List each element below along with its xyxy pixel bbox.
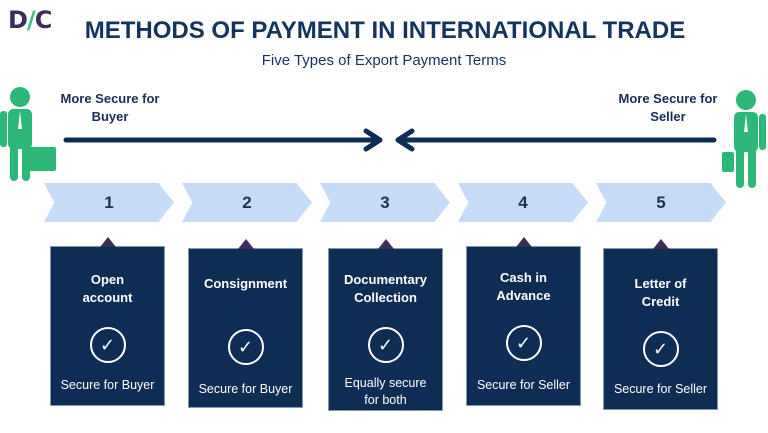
seller-security-label: More Secure for Seller (618, 91, 718, 124)
card-security: Equally secure for both (344, 376, 427, 407)
card-security: Secure for Seller (476, 378, 571, 392)
page-subtitle: Five Types of Export Payment Terms (261, 52, 507, 69)
card-title: Consignment (203, 276, 288, 291)
pointer-triangle (99, 237, 116, 247)
check-circle-icon: ✓ (89, 327, 126, 363)
card-title: Documentary Collection (343, 272, 428, 305)
security-arrows (63, 128, 717, 152)
step-chevron-4: 4 (458, 183, 588, 222)
card-security: Secure for Seller (613, 382, 708, 396)
pointer-triangle (237, 239, 254, 249)
seller-figure-icon (722, 90, 766, 188)
buyer-figure-icon (0, 87, 56, 181)
step-chevron-1: 1 (44, 183, 174, 222)
step-chevron-2: 2 (182, 183, 312, 222)
payment-card-letter-of-credit: Letter of Credit ✓ Secure for Seller (603, 239, 718, 410)
check-circle-icon: ✓ (367, 327, 404, 363)
check-circle-icon: ✓ (227, 329, 264, 365)
page-title: METHODS OF PAYMENT IN INTERNATIONAL TRAD… (84, 17, 686, 44)
card-security: Secure for Buyer (198, 382, 293, 396)
payment-card-cash-in-advance: Cash in Advance ✓ Secure for Seller (466, 237, 581, 406)
buyer-security-label: More Secure for Buyer (60, 91, 160, 124)
payment-card-open-account: Open account ✓ Secure for Buyer (50, 237, 165, 406)
logo-c: C (34, 6, 53, 34)
pointer-triangle (377, 239, 394, 249)
card-title: Letter of Credit (634, 276, 687, 309)
step-chevron-5: 5 (596, 183, 726, 222)
payment-card-consignment: Consignment ✓ Secure for Buyer (188, 239, 303, 408)
pointer-triangle (515, 237, 532, 247)
logo: D/C (8, 6, 53, 34)
check-circle-icon: ✓ (505, 325, 542, 361)
card-title: Cash in Advance (496, 270, 551, 303)
logo-d: D (8, 6, 28, 34)
step-chevron-3: 3 (320, 183, 450, 222)
card-security: Secure for Buyer (60, 378, 155, 392)
payment-card-documentary-collection: Documentary Collection ✓ Equally secure … (328, 239, 443, 411)
pointer-triangle (652, 239, 669, 249)
check-circle-icon: ✓ (642, 331, 679, 367)
logo-slash: / (26, 6, 36, 34)
card-title: Open account (82, 272, 133, 305)
